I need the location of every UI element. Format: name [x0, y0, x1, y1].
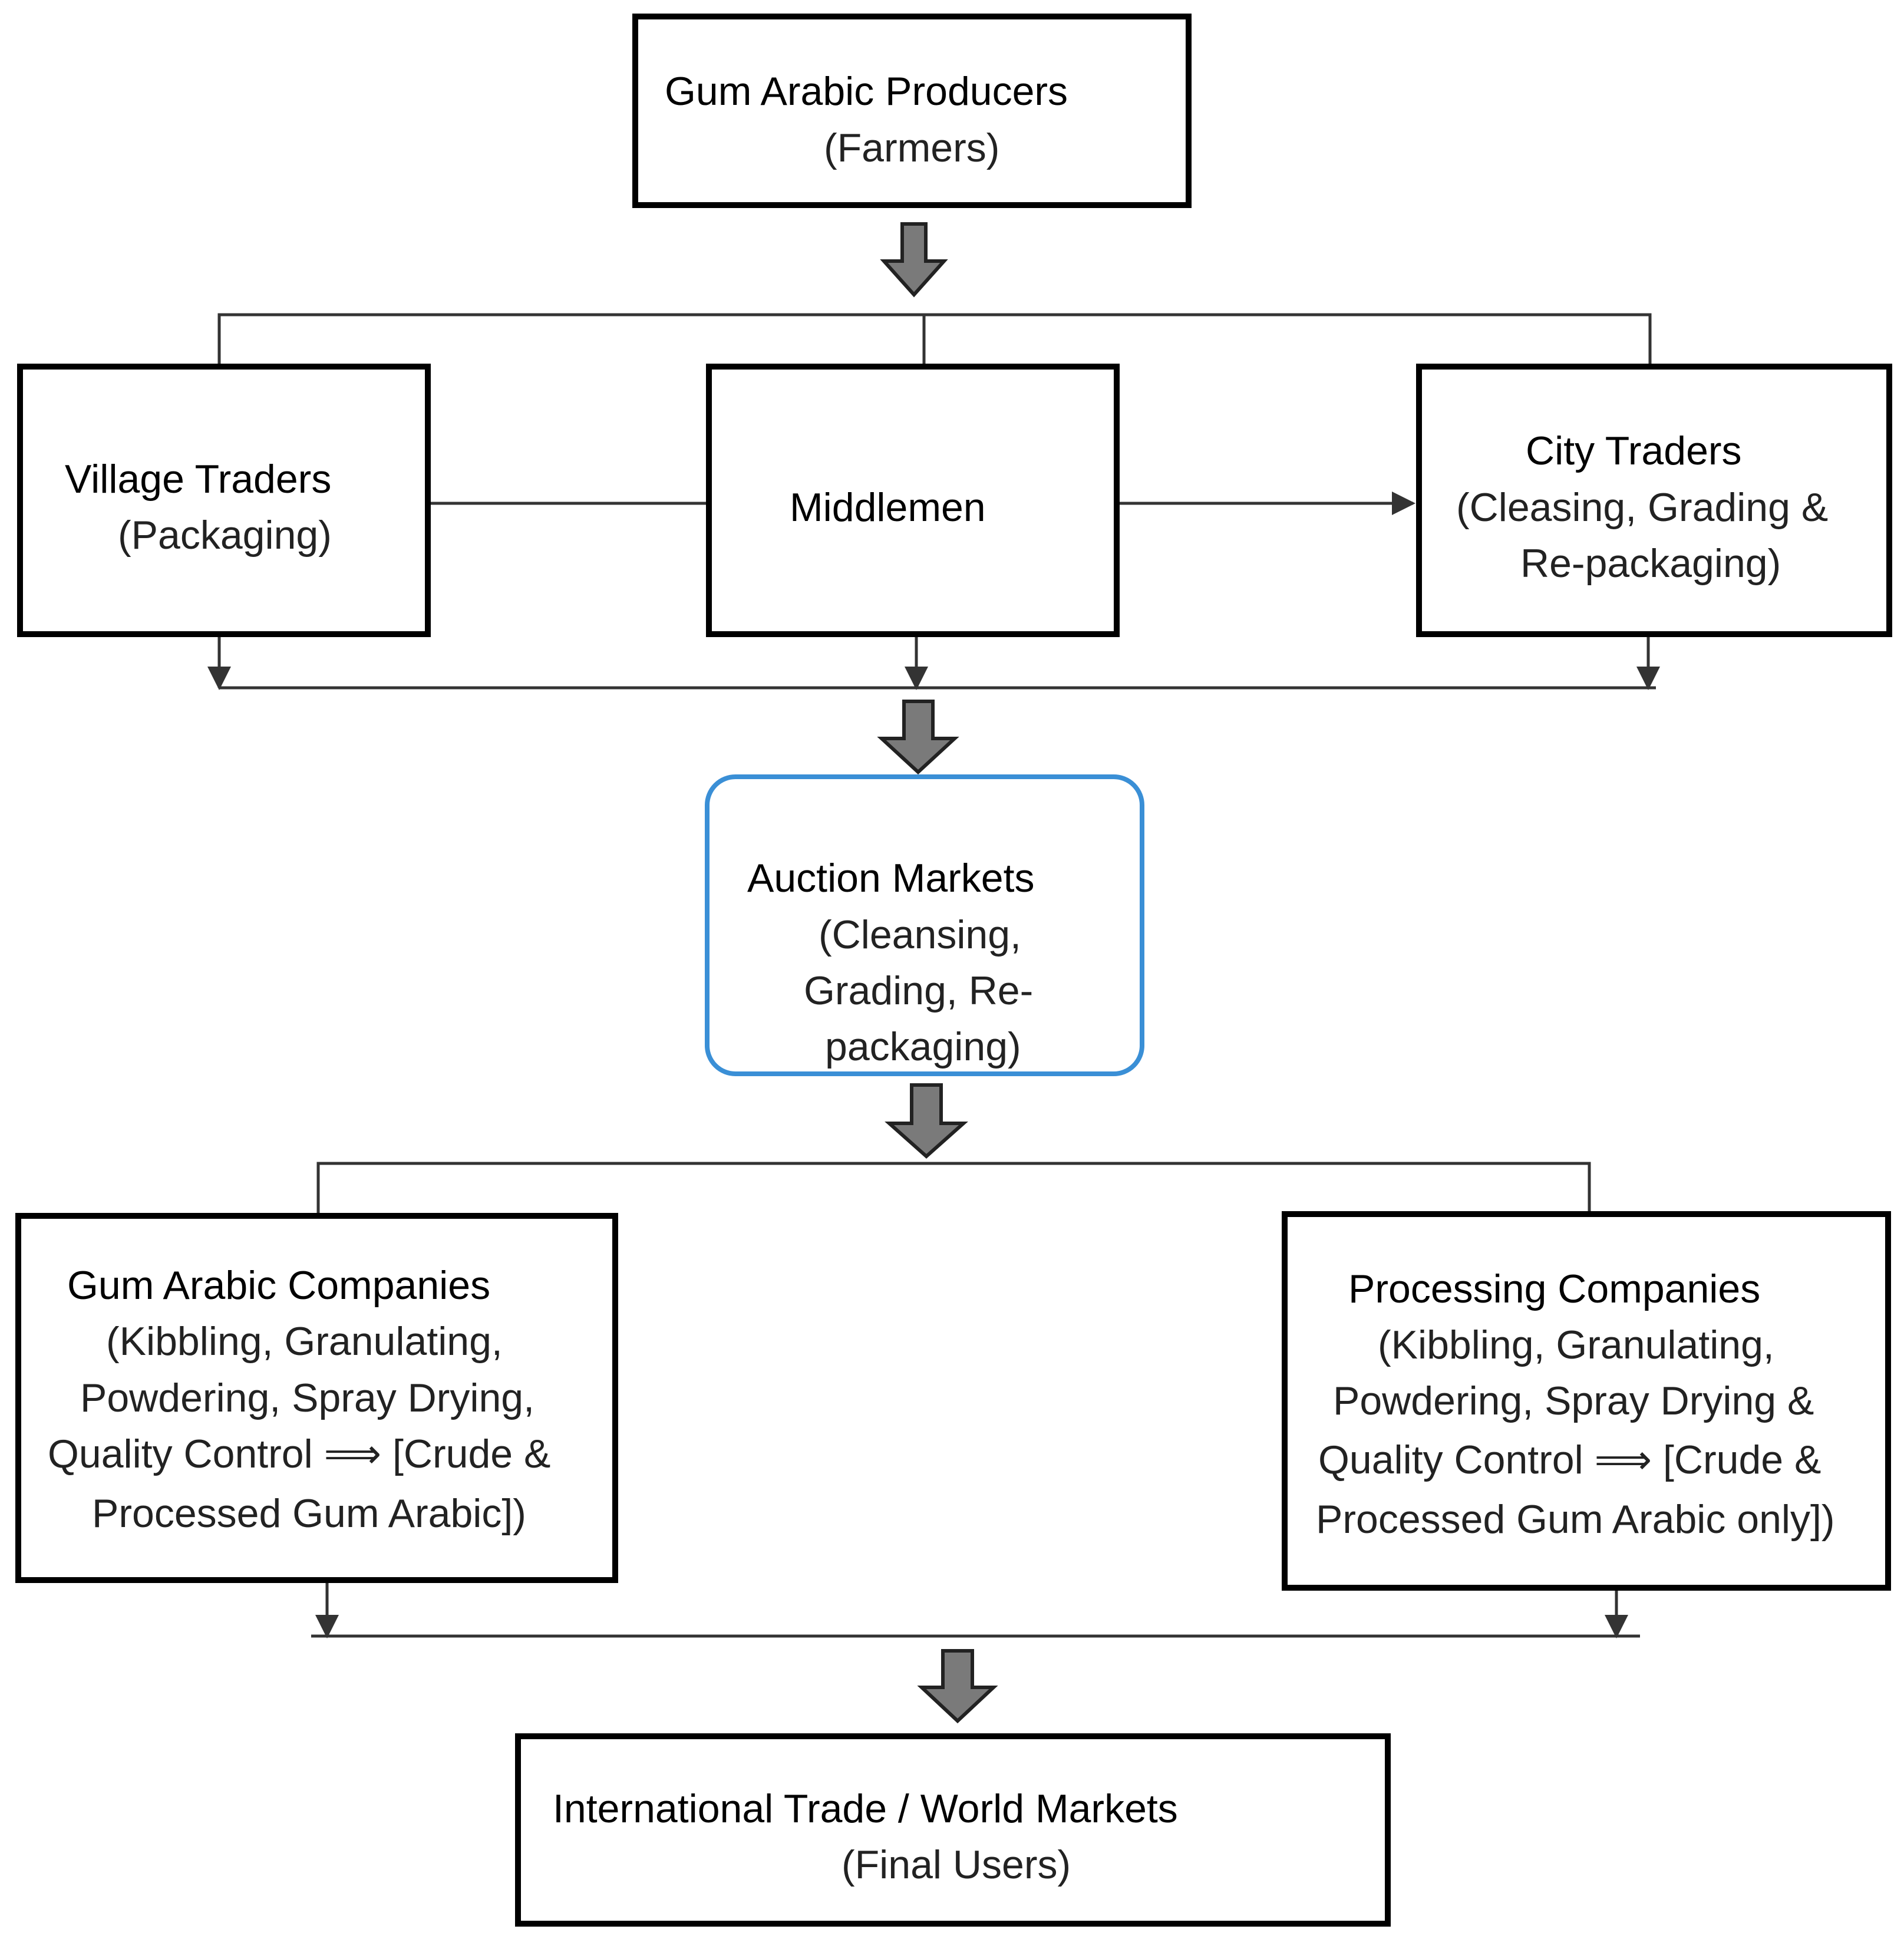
node-title: International Trade / World Markets	[553, 1786, 1178, 1831]
node-processing-companies: Processing Companies (Kibbling, Granulat…	[1282, 1211, 1891, 1591]
node-subtitle: (Final Users)	[842, 1842, 1071, 1887]
node-subtitle: (Kibbling, Granulating,	[106, 1319, 503, 1364]
node-subtitle: (Cleasing, Grading &	[1456, 485, 1829, 530]
node-subtitle: Processed Gum Arabic only])	[1316, 1497, 1835, 1542]
node-title: Auction Markets	[747, 856, 1035, 901]
node-title: Gum Arabic Producers	[665, 69, 1068, 114]
node-subtitle: Quality Control ⟹ [Crude &	[1318, 1437, 1821, 1482]
node-middlemen: Middlemen	[706, 364, 1120, 637]
node-subtitle: Powdering, Spray Drying,	[80, 1376, 535, 1420]
node-subtitle: (Cleansing,	[819, 912, 1021, 957]
node-title: City Traders	[1526, 428, 1742, 473]
node-subtitle: (Packaging)	[118, 513, 332, 558]
node-auction-markets: Auction Markets (Cleansing, Grading, Re-…	[705, 774, 1144, 1076]
node-city-traders: City Traders (Cleasing, Grading & Re-pac…	[1416, 364, 1892, 637]
node-subtitle: Re-packaging)	[1520, 541, 1781, 586]
node-subtitle: (Farmers)	[824, 126, 1000, 170]
node-gum-arabic-producers: Gum Arabic Producers (Farmers)	[632, 14, 1192, 208]
block-arrow-3	[885, 1083, 968, 1159]
split-line-top	[217, 313, 1652, 367]
node-title: Village Traders	[65, 457, 332, 502]
block-arrow-1	[880, 222, 948, 298]
node-subtitle: Grading, Re-	[804, 968, 1034, 1013]
node-title: Processing Companies	[1348, 1267, 1761, 1311]
node-gum-arabic-companies: Gum Arabic Companies (Kibbling, Granulat…	[15, 1213, 618, 1583]
node-subtitle: (Kibbling, Granulating,	[1378, 1323, 1774, 1367]
split-line-bottom	[316, 1162, 1591, 1216]
node-village-traders: Village Traders (Packaging)	[17, 364, 431, 637]
node-subtitle: Powdering, Spray Drying &	[1333, 1379, 1814, 1423]
block-arrow-2	[877, 700, 959, 775]
node-international-trade: International Trade / World Markets (Fin…	[515, 1733, 1391, 1927]
node-subtitle: Processed Gum Arabic])	[92, 1491, 526, 1536]
node-subtitle: Quality Control ⟹ [Crude &	[48, 1432, 551, 1476]
block-arrow-4	[917, 1649, 998, 1724]
node-title: Middlemen	[790, 485, 986, 530]
node-title: Gum Arabic Companies	[67, 1263, 491, 1308]
node-subtitle: packaging)	[825, 1024, 1021, 1069]
